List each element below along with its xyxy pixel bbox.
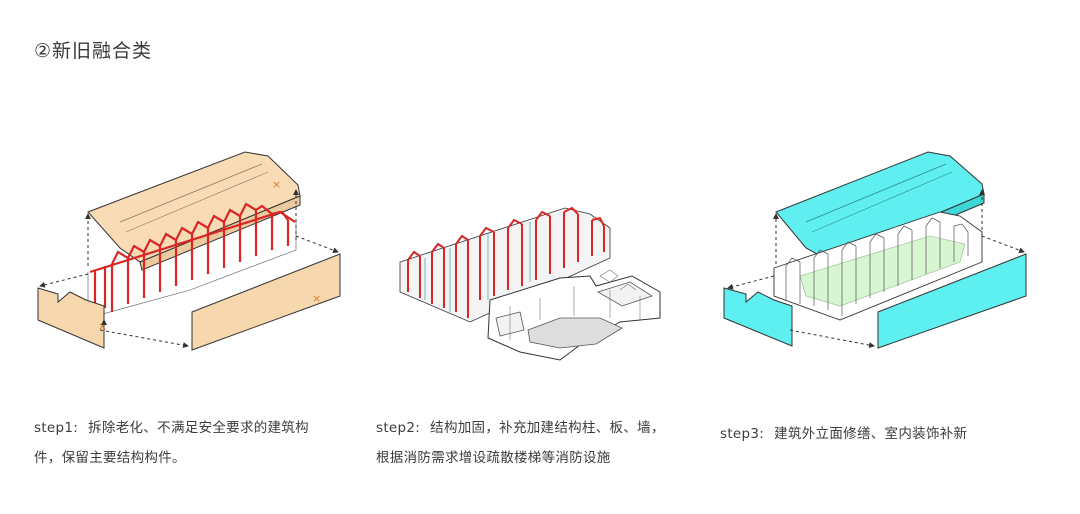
step1-diagram: × × × <box>37 151 341 351</box>
step2-caption: step2: 结构加固，补充加建结构柱、板、墙， 根据消防需求增设疏散楼梯等消防设… <box>376 413 696 473</box>
step1-caption: step1: 拆除老化、不满足安全要求的建筑构 件，保留主要结构构件。 <box>34 413 354 473</box>
step2-diagram <box>399 206 661 361</box>
step1-walls: × × <box>37 253 341 351</box>
step1-frames <box>89 202 296 312</box>
step3-interior <box>773 211 983 321</box>
step2-label: step2: <box>376 420 421 436</box>
step1-text-line2: 件，保留主要结构构件。 <box>34 450 186 466</box>
page-title: ②新旧融合类 <box>34 40 153 62</box>
step2-insert <box>487 269 661 361</box>
step3-walls <box>723 253 1027 349</box>
step2-frames <box>399 206 611 323</box>
step1-guides <box>39 189 339 349</box>
step2-text-line2: 根据消防需求增设疏散楼梯等消防设施 <box>376 450 611 466</box>
step3-guides <box>727 189 1025 349</box>
step1-text-line1: 拆除老化、不满足安全要求的建筑构 <box>88 420 309 436</box>
step3-caption: step3: 建筑外立面修缮、室内装饰补新 <box>720 419 1040 449</box>
svg-text:×: × <box>312 292 321 305</box>
step2-text-line1: 结构加固，补充加建结构柱、板、墙， <box>430 420 665 436</box>
step1-roof: × <box>87 151 301 271</box>
axonometric-diagrams: × × × <box>37 151 1027 361</box>
svg-text:×: × <box>272 178 281 191</box>
step3-text-line1: 建筑外立面修缮、室内装饰补新 <box>774 426 968 442</box>
step3-diagram <box>723 151 1027 349</box>
step1-label: step1: <box>34 420 79 436</box>
svg-text:×: × <box>98 320 107 333</box>
step3-label: step3: <box>720 426 765 442</box>
